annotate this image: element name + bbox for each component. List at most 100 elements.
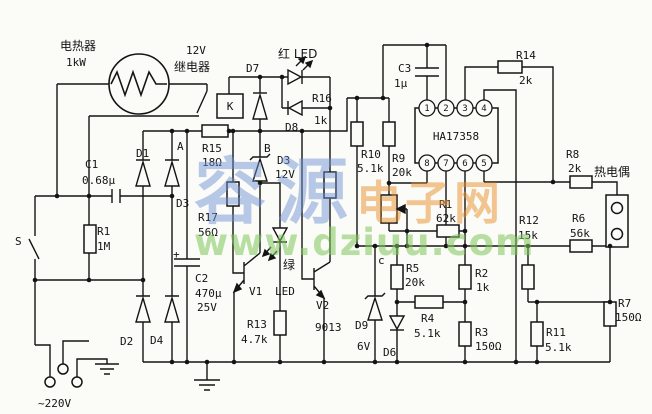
diode-d8 bbox=[287, 99, 303, 117]
c2-voltage: 25V bbox=[197, 301, 217, 314]
node-c: c bbox=[378, 254, 385, 267]
thermocouple-contact-top bbox=[610, 201, 624, 215]
r17-label: R17 bbox=[198, 211, 218, 224]
r7-label: R7 bbox=[618, 297, 631, 310]
diode-d7 bbox=[252, 92, 268, 120]
c3-label: C3 bbox=[398, 62, 411, 75]
c2-value: 470μ bbox=[195, 287, 222, 300]
resistor-r17 bbox=[226, 181, 240, 207]
d8-label: D8 bbox=[285, 121, 298, 134]
r5-value: 20k bbox=[405, 276, 425, 289]
resistor-r14 bbox=[497, 60, 523, 74]
r10-label: R10 bbox=[361, 148, 381, 161]
relay-label: 继电器 bbox=[174, 60, 210, 74]
d1-label: D1 bbox=[136, 147, 149, 160]
r5-label: R5 bbox=[406, 262, 419, 275]
c2-label: C2 bbox=[195, 272, 208, 285]
r16-label: R16 bbox=[312, 92, 332, 105]
r1-62k-value: 62k bbox=[436, 212, 456, 225]
d9-label: D9 bbox=[355, 319, 368, 332]
ic-pin-8: 8 bbox=[424, 159, 429, 169]
r16-value: 1k bbox=[314, 114, 328, 127]
d3-bridge-label: D3 bbox=[176, 197, 189, 210]
r3-label: R3 bbox=[475, 326, 488, 339]
r14-label: R14 bbox=[516, 49, 536, 62]
r9-value: 20k bbox=[392, 166, 412, 179]
component-labels: 电热器 1kW 12V 继电器 K D7 红 LED R16 1k D8 R15… bbox=[15, 39, 642, 410]
r2-value: 1k bbox=[476, 281, 490, 294]
relay-voltage: 12V bbox=[186, 44, 206, 57]
ic-pin-6: 6 bbox=[462, 159, 467, 169]
ic-body bbox=[414, 107, 499, 164]
resistor-r10 bbox=[350, 121, 364, 147]
r8-value: 2k bbox=[568, 162, 582, 175]
green-led-symbol bbox=[271, 227, 289, 243]
heater-symbol bbox=[108, 53, 170, 115]
heater-value: 1kW bbox=[66, 56, 86, 69]
resistor-r3 bbox=[458, 321, 472, 347]
junction-dots bbox=[32, 42, 613, 365]
heater-label: 电热器 bbox=[60, 39, 96, 53]
ic-pin-1: 1 bbox=[424, 104, 429, 114]
d4-label: D4 bbox=[150, 334, 164, 347]
c1-label: C1 bbox=[85, 158, 98, 171]
plug-pin-mid bbox=[57, 363, 69, 375]
terminals bbox=[44, 201, 624, 388]
red-led-label: 红 LED bbox=[278, 46, 317, 61]
r11-value: 5.1k bbox=[545, 341, 572, 354]
v1-emitter-arrow bbox=[232, 282, 243, 294]
r13-label: R13 bbox=[247, 318, 267, 331]
d2-label: D2 bbox=[120, 335, 133, 348]
zener-d3 bbox=[252, 156, 268, 182]
r2-label: R2 bbox=[475, 267, 488, 280]
pot-wiper-arrow bbox=[395, 203, 406, 215]
v1-label: V1 bbox=[249, 285, 262, 298]
r13-value: 4.7k bbox=[241, 333, 268, 346]
r6-label: R6 bbox=[572, 212, 585, 225]
ic-pins bbox=[418, 99, 493, 172]
r8-label: R8 bbox=[566, 148, 579, 161]
r14-value: 2k bbox=[519, 74, 533, 87]
v2-type: 9013 bbox=[315, 321, 342, 334]
r4-label: R4 bbox=[421, 312, 435, 325]
thermocouple-label: 热电偶 bbox=[594, 165, 630, 179]
trimmer-pot bbox=[380, 194, 398, 224]
green-led-label: LED bbox=[275, 285, 295, 298]
d3-zener-label: D3 bbox=[277, 154, 290, 167]
resistor-r1-1m bbox=[83, 224, 97, 254]
ic-pin-2: 2 bbox=[443, 104, 448, 114]
diode-d4 bbox=[164, 295, 180, 323]
r12-label: R12 bbox=[519, 214, 539, 227]
ic-pin-3: 3 bbox=[462, 104, 467, 114]
ic-name: HA17358 bbox=[433, 130, 479, 143]
mains-label: ~220V bbox=[38, 397, 71, 410]
r3-value: 150Ω bbox=[475, 340, 502, 353]
switch-label: S bbox=[15, 235, 22, 248]
node-a: A bbox=[177, 140, 184, 153]
node-b: B bbox=[264, 142, 271, 155]
v2-label: V2 bbox=[316, 299, 329, 312]
ic-pin-5: 5 bbox=[481, 159, 486, 169]
r1-label: R1 bbox=[97, 225, 110, 238]
resistor-r11 bbox=[530, 321, 544, 347]
r1-value: 1M bbox=[97, 240, 111, 253]
diode-d6 bbox=[388, 315, 406, 331]
ic-pin-4: 4 bbox=[481, 104, 486, 114]
r6-value: 56k bbox=[570, 227, 590, 240]
resistor-r4 bbox=[414, 295, 444, 309]
diode-d2 bbox=[135, 295, 151, 323]
r9-label: R9 bbox=[392, 152, 405, 165]
diode-d3-bridge bbox=[164, 159, 180, 187]
resistor-r16 bbox=[323, 171, 337, 199]
thermocouple-contact-bottom bbox=[610, 227, 624, 241]
r7-value: 150Ω bbox=[615, 311, 642, 324]
r17-value: 56Ω bbox=[198, 226, 218, 239]
r12-value: 15k bbox=[518, 229, 538, 242]
r15-label: R15 bbox=[202, 142, 222, 155]
green-led-cn: 绿 bbox=[283, 257, 295, 272]
diode-symbols bbox=[135, 55, 406, 331]
resistor-r5 bbox=[390, 264, 404, 290]
resistor-r9 bbox=[382, 121, 396, 147]
resistor-r8 bbox=[569, 175, 593, 189]
